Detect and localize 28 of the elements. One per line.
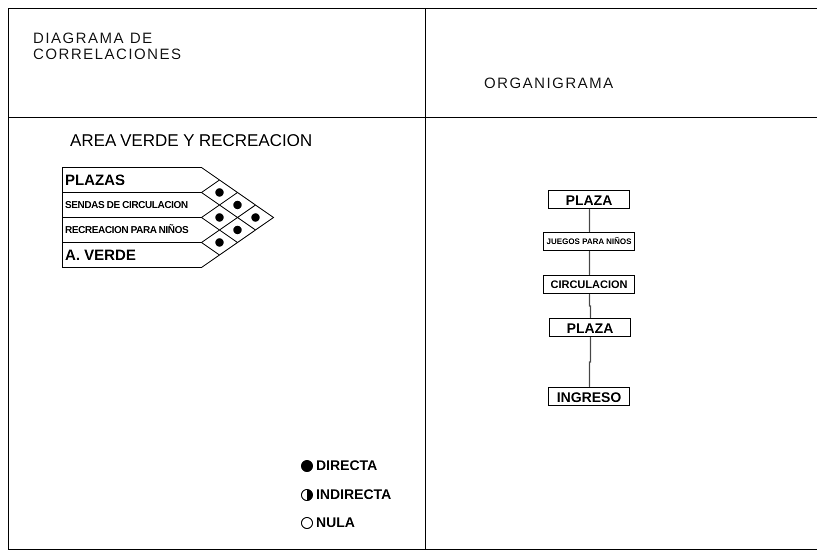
row-label: A. VERDE [65, 246, 136, 264]
matrix-row [62, 167, 202, 192]
org-box [548, 190, 630, 209]
heading: DIAGRAMA DE CORRELACIONES [33, 31, 184, 63]
box-label: CIRCULACION [550, 278, 628, 290]
row-label: RECREACION PARA NIÑOS [65, 224, 188, 236]
row-label: PLAZAS [65, 172, 125, 188]
legend-label: DIRECTA [316, 457, 378, 473]
connector-line [588, 209, 590, 232]
org-box [549, 318, 631, 337]
matrix-row [62, 192, 202, 217]
legend-label: INDIRECTA [316, 486, 392, 502]
connector-line [588, 294, 592, 318]
org-box [543, 232, 635, 251]
org-box [543, 275, 635, 294]
heading: ORGANIGRAMA [484, 76, 616, 92]
box-label: JUEGOS PARA NIÑOS [546, 237, 632, 246]
box-label: PLAZA [566, 320, 614, 336]
connector-line [588, 251, 590, 275]
org-box [548, 387, 630, 406]
row-label: SENDAS DE CIRCULACION [65, 200, 188, 210]
box-label: PLAZA [566, 192, 612, 208]
section-title: AREA VERDE Y RECREACION [70, 131, 312, 151]
connector-line [588, 337, 592, 387]
matrix-row [62, 217, 202, 242]
box-label: INGRESO [556, 388, 622, 404]
legend-label: NULA [316, 514, 355, 530]
matrix-row [62, 242, 202, 268]
